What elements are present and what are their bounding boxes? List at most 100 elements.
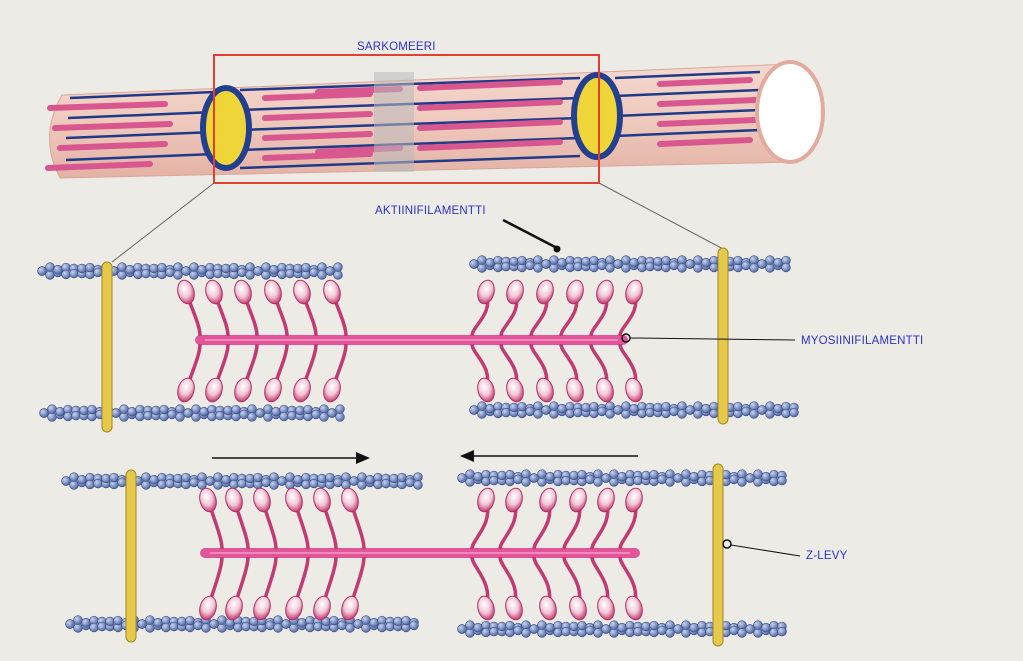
actin-bead — [477, 401, 487, 411]
actin-bead — [777, 626, 787, 637]
actin-bead — [517, 401, 527, 412]
myosin-head-blob — [323, 377, 341, 403]
actin-bead — [685, 405, 695, 415]
actin-bead — [621, 409, 631, 419]
actin-bead — [335, 412, 345, 422]
actin-bead — [513, 625, 523, 636]
actin-bead — [673, 624, 683, 634]
actin-bead — [549, 401, 559, 411]
actin-bead — [649, 469, 659, 480]
myosin-head-blob — [625, 487, 643, 513]
actin-bead — [597, 406, 607, 417]
myosin-head — [234, 279, 259, 337]
actin-bead — [609, 469, 619, 479]
actin-bead — [477, 263, 487, 273]
actin-bead — [141, 472, 151, 482]
myosin-head — [341, 487, 366, 550]
actin-bead — [157, 479, 167, 490]
myosin-head — [498, 487, 523, 550]
actin-bead — [585, 474, 595, 485]
actin-bead — [385, 621, 395, 632]
actin-bead — [469, 259, 479, 269]
myosin-head — [313, 556, 338, 621]
myosin-head — [225, 487, 250, 550]
actin-bead — [217, 615, 227, 625]
actin-bead — [597, 260, 607, 271]
actin-bead — [313, 621, 323, 632]
actin-bead — [261, 262, 271, 272]
actin-bead — [669, 260, 679, 271]
actin-bead — [773, 257, 783, 268]
actin-bead — [117, 270, 127, 280]
actin-bead — [485, 403, 495, 414]
actin-bead — [665, 469, 675, 479]
actin-bead — [737, 477, 747, 487]
zoom-line-right — [598, 182, 726, 251]
actin-bead — [481, 476, 491, 487]
actin-bead — [137, 619, 147, 629]
thin-filament-line — [65, 152, 216, 162]
myosin-head — [618, 343, 643, 403]
actin-bead — [477, 409, 487, 419]
actin-bead — [481, 627, 491, 638]
myosin-head — [532, 487, 557, 550]
muscle-fiber — [45, 60, 825, 179]
actin-bead — [637, 262, 647, 273]
actin-bead — [677, 255, 687, 265]
actin-bead — [143, 410, 153, 421]
actin-bead — [73, 623, 83, 633]
actin-bead — [769, 627, 779, 638]
myosin-head-blob — [536, 279, 554, 305]
actin-bead — [653, 256, 663, 267]
actin-bead — [549, 409, 559, 419]
actin-bead — [71, 410, 81, 421]
myosin-head-blob — [205, 377, 223, 403]
myosin-head — [341, 556, 366, 621]
myosin-head — [559, 343, 584, 403]
actin-bead — [697, 627, 707, 638]
myosin-head — [253, 556, 278, 621]
h-zone-band — [374, 72, 414, 172]
actin-bead — [561, 626, 571, 637]
actin-bead — [529, 473, 539, 483]
actin-bead — [681, 477, 691, 487]
actin-bead — [677, 409, 687, 419]
myosin-label: MYOSIINIFILAMENTTI — [801, 335, 923, 347]
myosin-head — [562, 487, 587, 550]
actin-bead — [317, 262, 327, 272]
myosin-head-blob — [569, 595, 587, 621]
actin-bead — [125, 264, 135, 275]
actin-bead — [605, 401, 615, 411]
actin-bead — [733, 401, 743, 412]
thin-filament-line — [614, 128, 761, 138]
actin-bead — [613, 259, 623, 269]
actin-bead — [189, 262, 199, 272]
actin-bead — [45, 262, 55, 272]
actin-bead — [533, 409, 543, 419]
actin-bead — [281, 619, 291, 629]
actin-bead — [501, 407, 511, 418]
actin-bead — [701, 403, 711, 414]
actin-bead — [609, 477, 619, 487]
myosin-head — [285, 487, 310, 550]
actin-bead — [625, 476, 635, 487]
actin-pointer — [502, 218, 558, 250]
actin-bead — [317, 270, 327, 280]
actin-bead — [621, 255, 631, 265]
actin-bead — [305, 622, 315, 633]
thick-filament-line — [52, 121, 173, 131]
myosin-head — [253, 487, 278, 550]
actin-bead — [589, 401, 599, 412]
actin-bead — [701, 257, 711, 268]
actin-bead — [151, 405, 161, 416]
thick-filament-line — [417, 119, 563, 131]
myosin-head-blob — [341, 487, 359, 513]
actin-bead — [189, 270, 199, 280]
myosin-head — [618, 279, 643, 337]
thick-filament-line — [45, 161, 153, 171]
actin-bead — [253, 472, 263, 483]
zoom-line-left — [111, 182, 215, 263]
actin-bead — [357, 472, 367, 482]
actin-bead — [697, 476, 707, 487]
contracted-z-disc-right — [712, 463, 724, 647]
